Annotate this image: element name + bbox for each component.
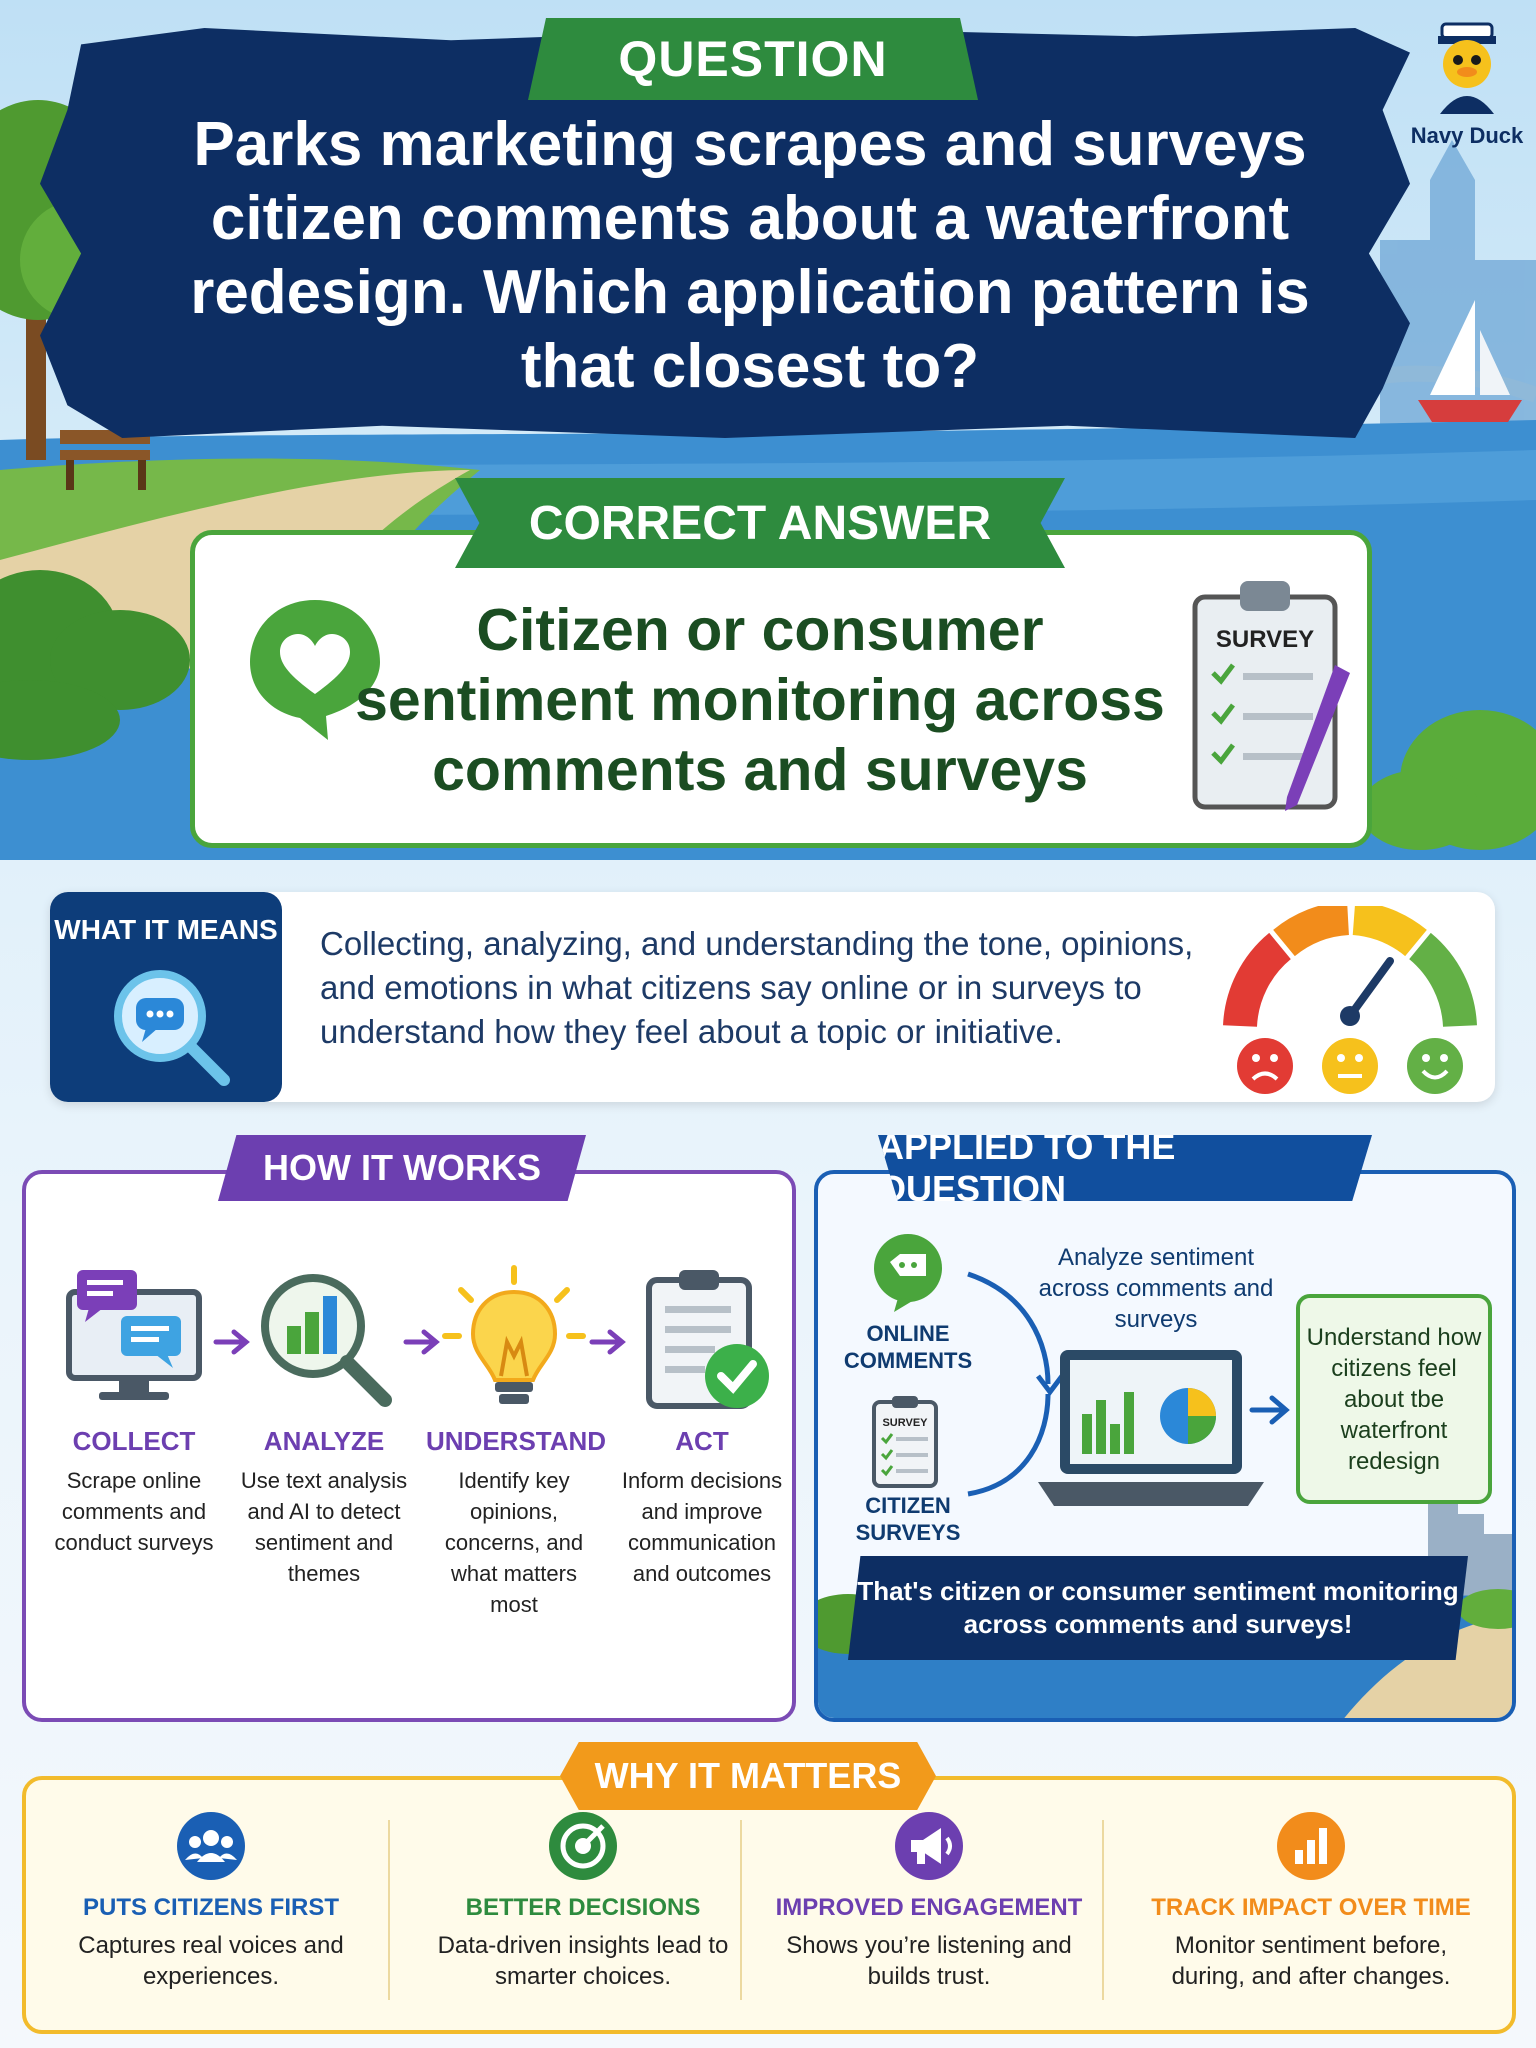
why-title: TRACK IMPACT OVER TIME xyxy=(1151,1894,1471,1921)
lightbulb-icon xyxy=(442,1265,586,1404)
why-item-track-impact: TRACK IMPACT OVER TIME Monitor sentiment… xyxy=(1146,1810,1476,1992)
outcome-box: Understand how citizens feel about tbe w… xyxy=(1296,1294,1492,1504)
question-text: Parks marketing scrapes and surveys citi… xyxy=(190,110,1310,401)
clipboard-check-icon xyxy=(646,1270,769,1409)
applied-footer: That's citizen or consumer sentiment mon… xyxy=(848,1556,1468,1660)
step-desc: Scrape online comments and conduct surve… xyxy=(54,1468,214,1555)
step-title: ACT xyxy=(675,1426,729,1456)
people-icon xyxy=(177,1812,245,1880)
step-understand: UNDERSTAND Identify key opinions, concer… xyxy=(426,1264,607,1620)
flow-arrows xyxy=(967,1271,1064,1497)
survey-clipboard-small-icon: SURVEY xyxy=(872,1396,938,1488)
heart-speech-bubble-icon xyxy=(250,600,380,740)
online-comments-label: ONLINE COMMENTS xyxy=(843,1321,973,1373)
why-it-matters-card: PUTS CITIZENS FIRST Captures real voices… xyxy=(22,1776,1516,2034)
why-item-citizens: PUTS CITIZENS FIRST Captures real voices… xyxy=(46,1810,376,1992)
bar-chart-icon xyxy=(1277,1812,1345,1880)
chart-magnifier-icon xyxy=(261,1274,392,1407)
survey-small-label: SURVEY xyxy=(882,1417,928,1429)
why-title: PUTS CITIZENS FIRST xyxy=(82,1894,339,1921)
step-collect: COLLECT Scrape online comments and condu… xyxy=(46,1264,222,1558)
how-it-works-card: COLLECT Scrape online comments and condu… xyxy=(22,1170,796,1722)
step-analyze: ANALYZE Use text analysis and AI to dete… xyxy=(236,1264,412,1589)
what-it-means-text: Collecting, analyzing, and understanding… xyxy=(320,925,1194,1050)
citizen-surveys-label: CITIZEN SURVEYS xyxy=(855,1493,961,1545)
why-item-decisions: BETTER DECISIONS Data-driven insights le… xyxy=(418,1810,748,1992)
why-divider xyxy=(740,1820,742,2000)
arrow-right-icon xyxy=(1249,1395,1290,1425)
why-desc: Shows you’re listening and builds trust. xyxy=(786,1932,1072,1990)
why-desc: Data-driven insights lead to smarter cho… xyxy=(437,1932,729,1990)
survey-clipboard-icon: SURVEY xyxy=(1192,581,1350,811)
correct-answer-tag: CORRECT ANSWER xyxy=(455,478,1065,568)
step-desc: Inform decisions and improve communicati… xyxy=(621,1468,783,1586)
why-divider xyxy=(388,1820,390,2000)
logo-label: Navy Duck xyxy=(1410,123,1524,148)
arrow-right-icon xyxy=(403,1329,440,1355)
arrow-right-icon xyxy=(589,1329,626,1355)
megaphone-icon xyxy=(895,1812,963,1880)
step-desc: Identify key opinions, concerns, and wha… xyxy=(444,1468,584,1617)
arrow-right-icon xyxy=(213,1329,250,1355)
step-desc: Use text analysis and AI to detect senti… xyxy=(240,1468,408,1586)
why-it-matters-tag: WHY IT MATTERS xyxy=(560,1742,936,1810)
applied-to-question-card: ONLINE COMMENTS SURVEY CITIZEN SURVEYS A… xyxy=(814,1170,1516,1722)
what-it-means-box: WHAT IT MEANS xyxy=(50,892,282,1102)
correct-answer-text: Citizen or consumer sentiment monitoring… xyxy=(355,597,1165,803)
step-title: COLLECT xyxy=(72,1426,196,1456)
computer-chat-icon xyxy=(66,1270,202,1400)
laptop-dashboard-icon xyxy=(1038,1350,1264,1506)
step-act: ACT Inform decisions and improve communi… xyxy=(614,1264,790,1589)
correct-answer-card: Citizen or consumer sentiment monitoring… xyxy=(190,530,1372,848)
why-title: IMPROVED ENGAGEMENT xyxy=(775,1894,1083,1921)
sad-face-icon xyxy=(1237,1038,1293,1094)
navy-duck-logo: Navy Duck xyxy=(1405,14,1529,154)
analyze-sentiment-label: Analyze sentiment across comments and su… xyxy=(1038,1244,1274,1333)
question-tag: QUESTION xyxy=(528,18,978,100)
why-divider xyxy=(1102,1820,1104,2000)
duck-mascot-icon xyxy=(1438,22,1496,114)
target-icon xyxy=(549,1812,617,1880)
sentiment-gauge-icon xyxy=(1223,906,1477,1094)
step-title: ANALYZE xyxy=(263,1426,385,1456)
why-desc: Captures real voices and experiences. xyxy=(78,1932,344,1990)
what-it-means-title: WHAT IT MEANS xyxy=(54,914,278,945)
what-it-means-card: WHAT IT MEANS Collecting, analyzing, and… xyxy=(50,892,1495,1102)
why-item-engagement: IMPROVED ENGAGEMENT Shows you’re listeni… xyxy=(764,1810,1094,1992)
why-desc: Monitor sentiment before, during, and af… xyxy=(1171,1932,1451,1990)
happy-face-icon xyxy=(1407,1038,1463,1094)
comment-bubble-icon xyxy=(874,1234,942,1312)
applied-to-question-tag: APPLIED TO THE QUESTION xyxy=(878,1135,1372,1201)
neutral-face-icon xyxy=(1322,1038,1378,1094)
survey-label: SURVEY xyxy=(1216,626,1314,653)
step-title: UNDERSTAND xyxy=(426,1426,607,1456)
why-title: BETTER DECISIONS xyxy=(465,1894,701,1921)
magnifier-chat-icon xyxy=(114,970,230,1086)
how-it-works-tag: HOW IT WORKS xyxy=(218,1135,586,1201)
